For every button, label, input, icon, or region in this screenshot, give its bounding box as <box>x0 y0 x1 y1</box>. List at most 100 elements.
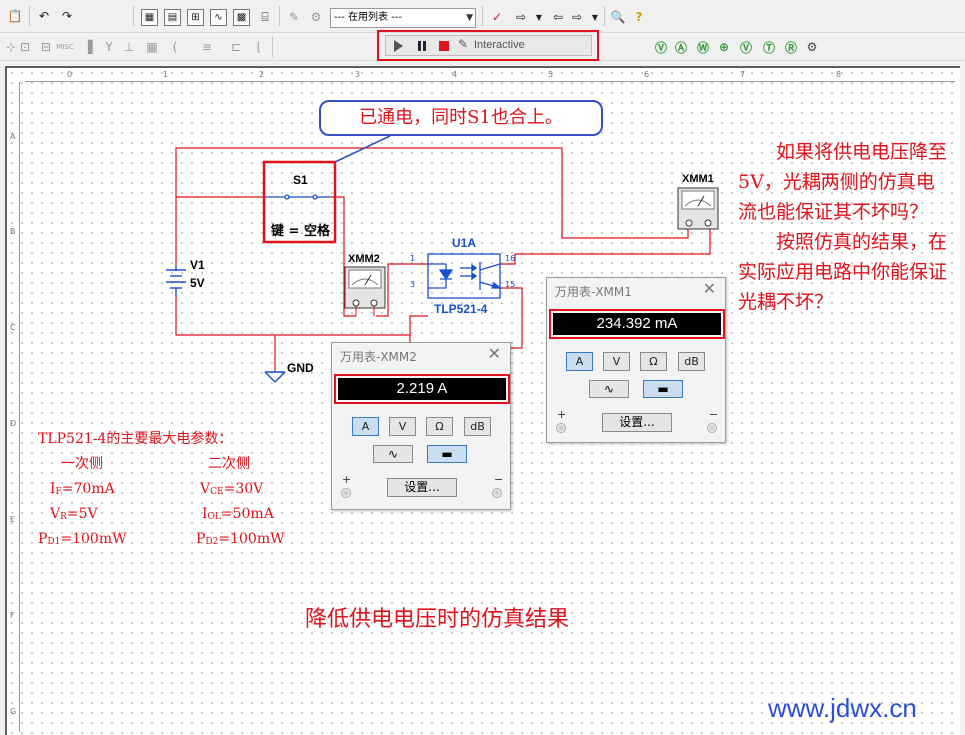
transfer-icon[interactable]: ⇨ <box>515 10 527 24</box>
xmm1-ac-button[interactable]: ∿ <box>589 380 629 398</box>
s1-key-label: 键 = 空格 <box>271 224 330 239</box>
xmm2-minus-terminal[interactable] <box>492 488 502 498</box>
ruler-row-b: B <box>10 227 16 236</box>
transistor-icon[interactable]: ▐ <box>83 40 93 54</box>
digital-probe-icon[interactable]: Ⓡ <box>784 40 797 55</box>
source-icon[interactable]: ⊡ <box>19 40 31 54</box>
param-if: IF=70mA <box>50 481 115 497</box>
v1-value: 5V <box>190 276 205 290</box>
xmm1-settings-button[interactable]: 设置... <box>602 413 672 432</box>
xmm1-plus-sign: + <box>557 408 567 421</box>
zoom-icon[interactable]: 🔍 <box>610 10 626 24</box>
rf-icon[interactable]: ( <box>172 40 178 54</box>
wire-v1-bottom <box>175 296 428 336</box>
xmm2-dc-button[interactable]: ▬ <box>427 445 467 463</box>
in-use-list-combo[interactable]: --- 在用列表 --- ▼ <box>330 8 476 28</box>
xmm2-db-button[interactable]: dB <box>464 417 491 436</box>
xmm1-label: XMM1 <box>682 173 714 185</box>
postprocessor-icon[interactable]: ∿ <box>210 9 227 26</box>
ruler-row-d: D <box>10 419 17 428</box>
xmm1-ohmmeter-button[interactable]: Ω <box>640 352 667 371</box>
toolbar-separator <box>482 6 483 26</box>
current-probe-icon[interactable]: Ⓣ <box>762 40 775 55</box>
u1a-label: U1A <box>452 236 477 250</box>
close-icon[interactable]: ✕ <box>702 279 716 298</box>
xmm1-minus-sign: − <box>709 408 719 421</box>
redo-icon[interactable]: ↷ <box>61 9 73 23</box>
question-paragraph-2: 按照仿真的结果，在实际应用电路中你能保证光耦不坏？ <box>738 231 948 313</box>
xmm2-ammeter-button[interactable]: A <box>352 417 379 436</box>
ammeter-probe-icon[interactable]: Ⓐ <box>674 40 687 55</box>
connector-icon[interactable]: ⊏ <box>230 40 242 54</box>
export-icon[interactable]: ⇨ <box>571 10 583 24</box>
bus-icon[interactable]: ≡ <box>201 40 213 54</box>
s1-label: S1 <box>293 173 308 187</box>
ruler-top: 0 1 2 3 4 5 6 7 8 <box>25 68 955 82</box>
xmm2-ohmmeter-button[interactable]: Ω <box>426 417 453 436</box>
voltage-reference-probe-icon[interactable]: Ⓥ <box>739 40 752 55</box>
pin16-label: 16 <box>505 254 516 263</box>
back-annotate-icon[interactable]: ✎ <box>288 10 300 24</box>
undo-icon[interactable]: ↶ <box>38 9 50 23</box>
xmm2-reading: 2.219 A <box>338 378 506 400</box>
probe-icon[interactable]: ⊹ <box>5 40 17 54</box>
forward-annotate-icon[interactable]: ⚙ <box>310 10 322 24</box>
mcu-icon[interactable]: ▦ <box>146 40 158 54</box>
spreadsheet-view-icon[interactable]: ▤ <box>164 9 181 26</box>
diode-icon[interactable]: ⊥ <box>123 40 135 54</box>
gnd-symbol <box>264 371 286 383</box>
stop-icon[interactable] <box>439 41 449 51</box>
probe-settings-icon[interactable]: ⚙ <box>806 40 818 54</box>
xmm1-dc-button[interactable]: ▬ <box>643 380 683 398</box>
annotate-icon[interactable]: ⇦ <box>552 10 564 24</box>
differential-probe-icon[interactable]: ⊕ <box>718 40 730 54</box>
ruler-row-a: A <box>10 132 16 141</box>
xmm2-window-title: 万用表-XMM2 <box>340 350 417 364</box>
xmm2-ac-button[interactable]: ∿ <box>373 445 413 463</box>
wrench-icon[interactable]: ✎ <box>458 37 469 51</box>
pin3-label: 3 <box>410 280 416 289</box>
ruler-col-0: 0 <box>67 70 73 79</box>
xmm2-plus-terminal[interactable] <box>341 488 351 498</box>
pause-icon[interactable] <box>418 41 426 51</box>
misc-component-icon[interactable]: MISC <box>56 43 74 51</box>
voltmeter-probe-icon[interactable]: Ⓥ <box>654 40 667 55</box>
antenna-icon[interactable]: Y <box>105 40 113 54</box>
ruler-col-6: 6 <box>644 70 650 79</box>
power-probe-icon[interactable]: Ⓦ <box>696 40 709 55</box>
xmm1-voltmeter-button[interactable]: V <box>603 352 630 371</box>
interactive-mode-button[interactable]: Interactive <box>474 39 525 51</box>
toggle-design-toolbox-icon[interactable]: ▦ <box>141 9 158 26</box>
basic-component-icon[interactable]: ⊟ <box>40 40 52 54</box>
multimeter-xmm2-window[interactable]: 万用表-XMM2 ✕ 2.219 A A V Ω dB ∿ ▬ + − 设置..… <box>331 342 511 510</box>
xmm1-minus-terminal[interactable] <box>707 423 717 433</box>
close-icon[interactable]: ✕ <box>487 344 501 363</box>
help-icon[interactable]: ? <box>635 10 643 24</box>
in-use-list-value: --- 在用列表 --- <box>334 12 403 23</box>
simulation-toolbar: ✎ Interactive <box>385 35 592 56</box>
watermark: www.jdwx.cn <box>768 693 917 723</box>
chevron-down-icon[interactable]: ▼ <box>591 12 599 22</box>
xmm2-settings-button[interactable]: 设置... <box>387 478 457 497</box>
xmm1-db-button[interactable]: dB <box>678 352 705 371</box>
hierarchy-icon[interactable]: ⌊ <box>256 40 262 54</box>
toolbar-separator <box>604 6 605 26</box>
wires <box>175 147 711 372</box>
grapher-icon[interactable]: ⊞ <box>187 9 204 26</box>
question-annotation: 如果将供电电压降至5V，光耦两侧的仿真电流也能保证其不坏吗？ 按照仿真的结果，在… <box>738 137 948 317</box>
xmm1-ammeter-button[interactable]: A <box>566 352 593 371</box>
database-manager-icon[interactable]: ▩ <box>233 9 250 26</box>
multimeter-xmm1-window[interactable]: 万用表-XMM1 ✕ 234.392 mA A V Ω dB ∿ ▬ + − 设… <box>546 277 726 443</box>
wire-pin16 <box>500 229 711 265</box>
erc-check-icon[interactable]: ✓ <box>491 10 503 24</box>
callout-leader <box>334 135 391 163</box>
xmm2-voltmeter-button[interactable]: V <box>389 417 416 436</box>
u1a-optocoupler <box>427 253 502 299</box>
chevron-down-icon[interactable]: ▼ <box>535 12 543 22</box>
play-icon[interactable] <box>394 40 403 52</box>
ruler-col-4: 4 <box>452 70 458 79</box>
xmm2-label: XMM2 <box>348 253 380 265</box>
component-wizard-icon[interactable]: ⌸ <box>261 9 269 24</box>
xmm1-plus-terminal[interactable] <box>556 423 566 433</box>
clipboard-icon[interactable]: 📋 <box>7 9 23 23</box>
